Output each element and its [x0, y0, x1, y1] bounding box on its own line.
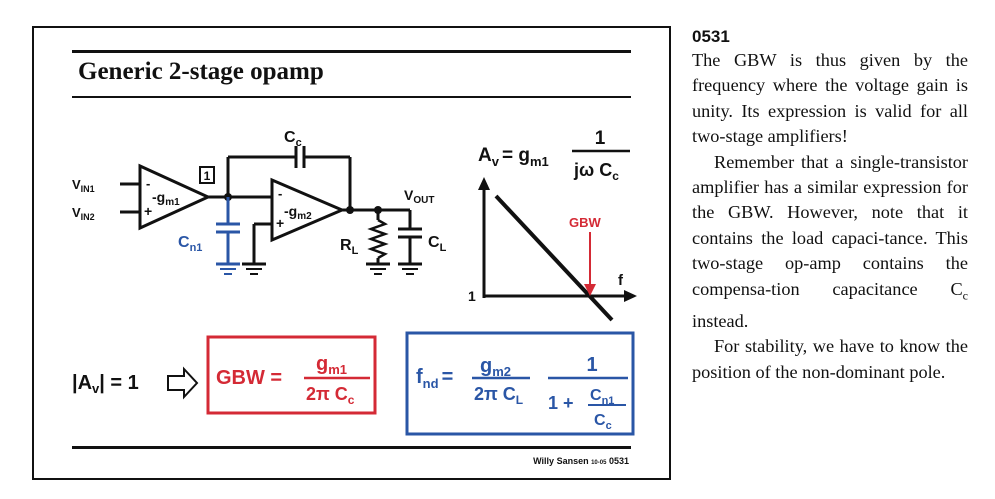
av-denominator: jω Cc — [573, 160, 619, 183]
opamp1-minus: - — [146, 176, 150, 191]
fnd-cc: Cc — [594, 412, 612, 432]
footer-ref: 10-05 — [591, 460, 607, 466]
side-notes: 0531 The GBW is thus given by the freque… — [692, 26, 968, 385]
fnd-oneplus: 1 + — [548, 393, 574, 413]
title-bottom-rule — [72, 96, 631, 98]
f-label: f — [618, 272, 624, 289]
opamp2-minus: - — [278, 186, 282, 201]
bode-plot: Av= gm1 1 jω Cc GBW f 1 — [468, 128, 637, 322]
opamp-2 — [270, 177, 346, 243]
node-dot — [374, 206, 382, 214]
node-1-box — [199, 166, 215, 184]
slide-title: Generic 2-stage opamp — [78, 58, 324, 85]
cn1-label: Cn1 — [178, 234, 202, 254]
implies-arrow — [167, 366, 199, 400]
gbw-numerator: gm1 — [316, 353, 347, 377]
vin2-label: VIN2 — [72, 205, 95, 222]
fnd-lhs: fnd= — [416, 366, 453, 391]
node-1-label: 1 — [204, 169, 211, 183]
vout-label: VOUT — [404, 187, 434, 206]
cn1-capacitor — [216, 197, 240, 275]
opamp1-plus: + — [144, 203, 152, 219]
paragraph-3: For stability, we have to know the posit… — [692, 336, 968, 382]
av-numerator: 1 — [595, 128, 606, 149]
title-top-rule — [72, 50, 631, 53]
gbw-box — [206, 335, 377, 415]
gain-slope — [494, 194, 614, 322]
cl-label: CL — [428, 234, 447, 254]
fnd-one: 1 — [586, 354, 597, 376]
footer-num: 0531 — [608, 456, 629, 466]
x-axis-arrow — [624, 290, 637, 302]
gm2-label: -gm2 — [284, 203, 312, 222]
cc-label: Cc — [284, 129, 302, 149]
vin1-label: VIN1 — [72, 177, 95, 194]
gbw-eq-lhs: GBW = — [216, 367, 282, 389]
gbw-label: GBW — [569, 215, 602, 230]
node-dot — [346, 206, 354, 214]
paragraph-2: Remember that a single-transistor amplif… — [692, 151, 968, 331]
footer-name: Willy Sansen — [533, 456, 589, 466]
paragraph-1: The GBW is thus given by the frequency w… — [692, 50, 968, 147]
circuit-schematic — [120, 146, 422, 275]
one-label: 1 — [468, 288, 476, 304]
gbw-arrowhead — [584, 284, 596, 296]
footer-rule — [72, 446, 631, 449]
unity-gain-eq: |Av| = 1 — [72, 372, 139, 396]
fnd-denominator: 2π CL — [474, 384, 523, 407]
gbw-denominator: 2π Cc — [306, 384, 355, 407]
slide-footer: Willy Sansen 10-05 0531 — [533, 456, 629, 466]
y-axis-arrow — [478, 177, 490, 190]
fnd-box — [405, 331, 635, 436]
gm1-label: -gm1 — [152, 189, 180, 208]
slide-id: 0531 — [692, 27, 730, 46]
rl-label: RL — [340, 237, 359, 257]
opamp2-plus: + — [276, 215, 284, 231]
fnd-numerator: gm2 — [480, 355, 511, 379]
av-expression: Av= gm1 — [478, 145, 549, 169]
opamp-1 — [138, 163, 212, 231]
